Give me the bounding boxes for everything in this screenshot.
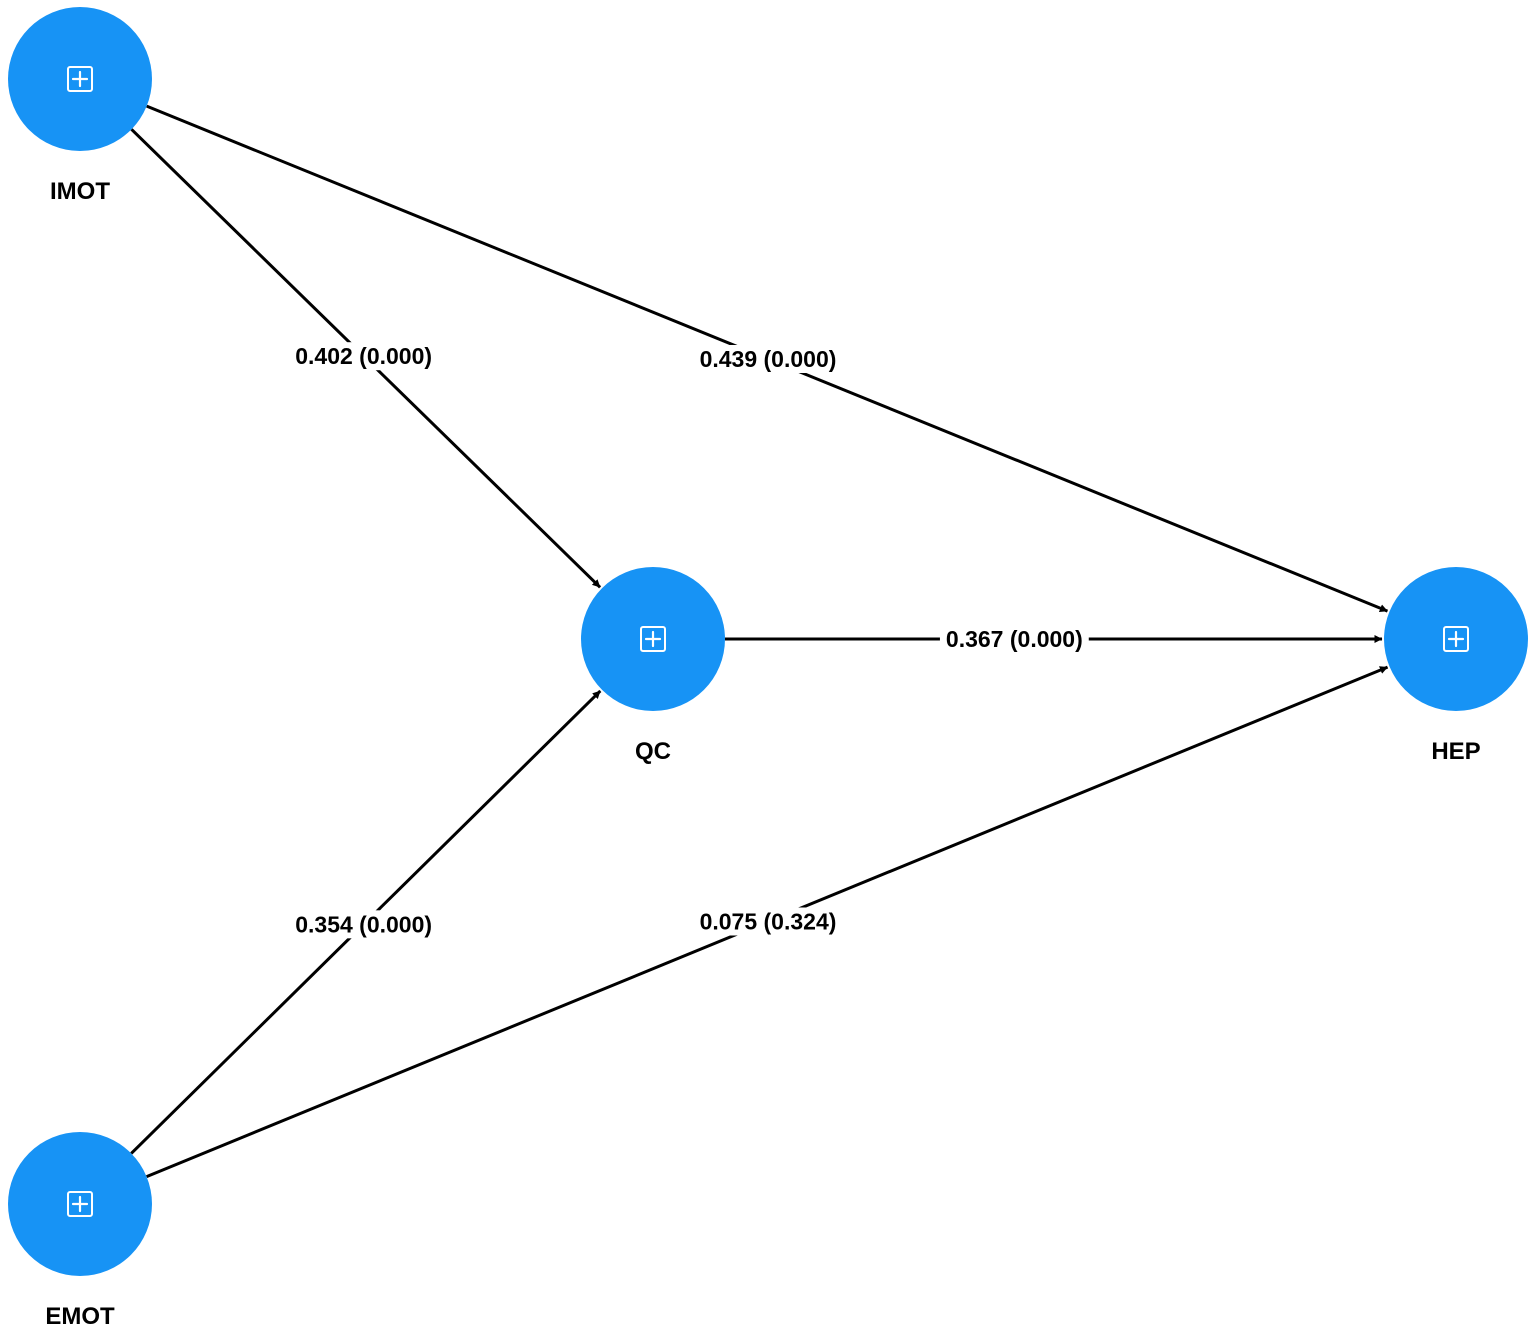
- node-qc[interactable]: QC: [581, 567, 725, 765]
- edge-label: 0.354 (0.000): [295, 911, 432, 937]
- edge-imot-hep[interactable]: 0.439 (0.000): [146, 104, 1389, 613]
- edge-label-background: [289, 342, 439, 371]
- edge-label-background: [693, 907, 843, 936]
- expand-icon[interactable]: [67, 66, 93, 92]
- edge-label-background: [693, 345, 843, 373]
- node-imot[interactable]: IMOT: [8, 7, 152, 205]
- node-label: EMOT: [45, 1303, 115, 1330]
- node-label: IMOT: [50, 178, 110, 205]
- edge-qc-hep[interactable]: 0.367 (0.000): [725, 625, 1383, 653]
- edge-label-background: [939, 625, 1089, 653]
- expand-icon[interactable]: [640, 626, 666, 652]
- edge-label: 0.367 (0.000): [946, 626, 1083, 652]
- edge-label: 0.402 (0.000): [295, 343, 432, 369]
- nodes-layer: IMOT EMOT QC HEP: [8, 7, 1528, 1330]
- node-label: HEP: [1431, 738, 1480, 765]
- edge-label: 0.439 (0.000): [700, 346, 837, 372]
- expand-icon[interactable]: [67, 1191, 93, 1217]
- edge-emot-qc[interactable]: 0.354 (0.000): [130, 689, 602, 1155]
- edge-label-background: [289, 910, 439, 939]
- edges-layer: 0.402 (0.000) 0.439 (0.000) 0.367 (0.000) 0…: [130, 104, 1389, 1179]
- node-emot[interactable]: EMOT: [8, 1132, 152, 1330]
- node-hep[interactable]: HEP: [1384, 567, 1528, 765]
- edge-imot-qc[interactable]: 0.402 (0.000): [130, 128, 602, 589]
- node-label: QC: [635, 738, 671, 765]
- expand-icon[interactable]: [1443, 626, 1469, 652]
- edge-emot-hep[interactable]: 0.075 (0.324): [146, 665, 1389, 1179]
- edge-label: 0.075 (0.324): [700, 909, 837, 935]
